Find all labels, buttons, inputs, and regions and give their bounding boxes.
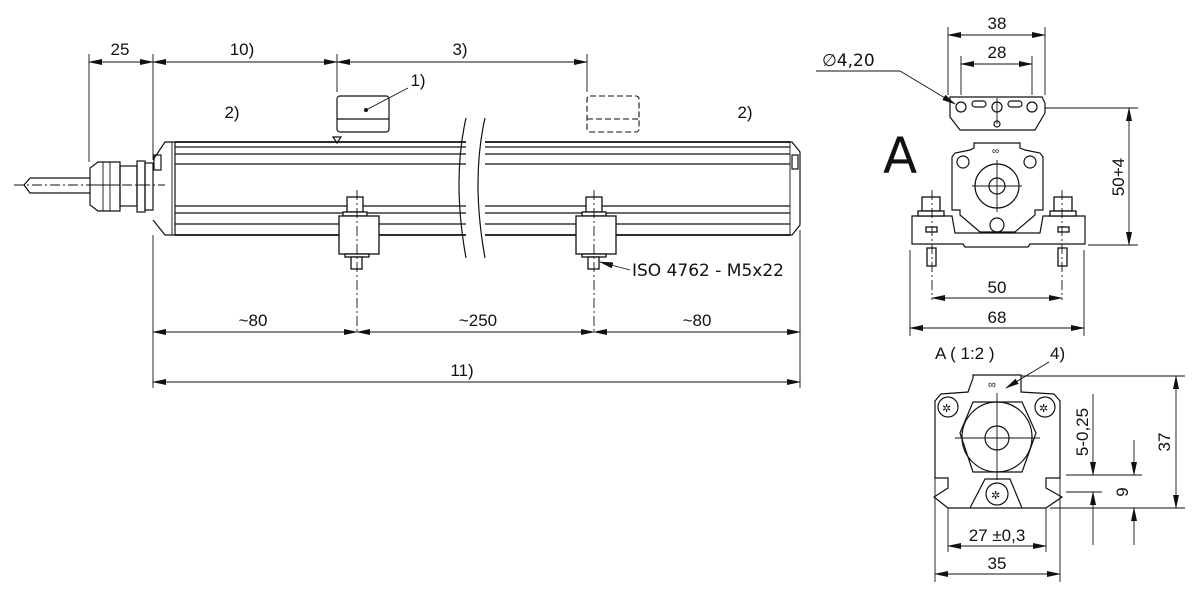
break-line	[477, 117, 486, 259]
dim-slot: 9	[1113, 487, 1132, 496]
slider	[336, 87, 409, 133]
dim-clamp-spacing: ~250	[459, 311, 497, 330]
housing-profile: ∞	[911, 142, 1086, 300]
zero-mark-triangle	[331, 136, 343, 145]
note-1: 1)	[410, 71, 425, 90]
detail-a: A ( 1:2 ) 4) ✲ ✲ ✲ ∞ 37 5-0,25	[932, 344, 1185, 582]
mounting-clamp-left	[338, 190, 380, 333]
end-cap-right	[785, 141, 801, 236]
detail-profile: ✲ ✲ ✲ ∞	[932, 374, 1064, 509]
sensor-housing	[175, 117, 790, 259]
detail-title: A ( 1:2 )	[935, 344, 995, 363]
dim-overall-width: 68	[988, 308, 1007, 327]
screw-callout: ISO 4762 - M5x22	[632, 261, 784, 281]
break-line	[458, 117, 467, 259]
note-2-right: 2)	[737, 103, 752, 122]
dim-outer-width: 35	[988, 554, 1007, 573]
dim-cable-gland: 25	[111, 40, 130, 59]
svg-text:∞: ∞	[988, 379, 996, 391]
dim-clamp-spacing-a: 50	[988, 278, 1007, 297]
end-cap-left	[152, 141, 176, 236]
end-view-a: A ∅4,20 38 28	[816, 14, 1138, 336]
note-4: 4)	[1050, 344, 1065, 363]
svg-text:✲: ✲	[942, 403, 951, 415]
svg-text:∞: ∞	[992, 146, 999, 157]
view-letter: A	[883, 127, 917, 185]
svg-text:✲: ✲	[1039, 403, 1048, 415]
slider-end-position	[586, 95, 640, 133]
dim-height: 50+4	[1109, 158, 1128, 196]
side-view: ISO 4762 - M5x22 25 10) 3) 1) 2) 2) ~80	[14, 40, 801, 388]
dim-note-10: 10)	[230, 40, 255, 59]
dim-inner-width: 27 ±0,3	[969, 526, 1026, 545]
dim-height-37: 37	[1155, 433, 1174, 452]
dim-slider-width: 38	[988, 14, 1007, 33]
mounting-clamp-right	[575, 190, 631, 333]
top-dimensions: 25 10) 3) 1) 2) 2)	[88, 40, 753, 162]
svg-text:✲: ✲	[991, 490, 1000, 502]
slider-plate	[949, 96, 1046, 131]
hole-diameter: ∅4,20	[822, 51, 875, 71]
dim-hole-spacing: 28	[988, 43, 1007, 62]
dim-note-3: 3)	[452, 40, 467, 59]
note-2-left: 2)	[224, 103, 239, 122]
cable-gland	[89, 160, 154, 213]
bottom-dimensions: ~80 ~250 ~80 11)	[152, 230, 801, 388]
dim-offset: 5-0,25	[1073, 408, 1092, 456]
dim-overall-length: 11)	[450, 361, 473, 380]
dim-right-clamp: ~80	[683, 311, 712, 330]
dim-left-clamp: ~80	[239, 311, 268, 330]
